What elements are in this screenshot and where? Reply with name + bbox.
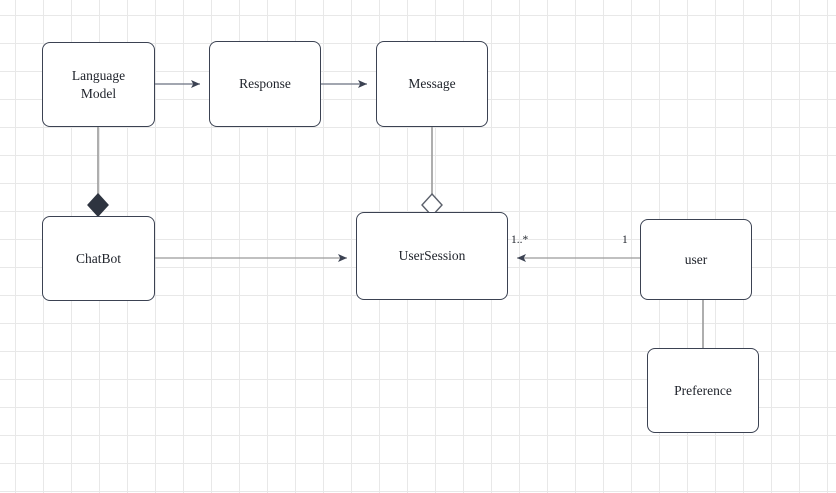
node-user[interactable]: user [640,219,752,300]
node-message[interactable]: Message [376,41,488,127]
edge-label-multiplicity-usersession: 1..* [511,234,529,246]
node-label-user: user [684,251,708,267]
edge-language-model-to-chatbot [87,127,109,218]
node-label-response: Response [239,76,291,92]
node-response[interactable]: Response [209,41,321,127]
node-label-message: Message [408,76,456,92]
node-label-usersession: UserSession [398,248,466,264]
filled-diamond-icon [87,192,109,218]
edge-label-multiplicity-user: 1 [622,234,628,246]
node-label-preference: Preference [674,382,732,398]
node-preference[interactable]: Preference [647,348,759,433]
edge-message-to-usersession [421,127,443,218]
node-label-chatbot: ChatBot [75,250,121,266]
node-usersession[interactable]: UserSession [356,212,508,300]
node-label-language-model: Language Model [71,67,126,101]
node-chatbot[interactable]: ChatBot [42,216,155,301]
node-language-model[interactable]: Language Model [42,42,155,127]
